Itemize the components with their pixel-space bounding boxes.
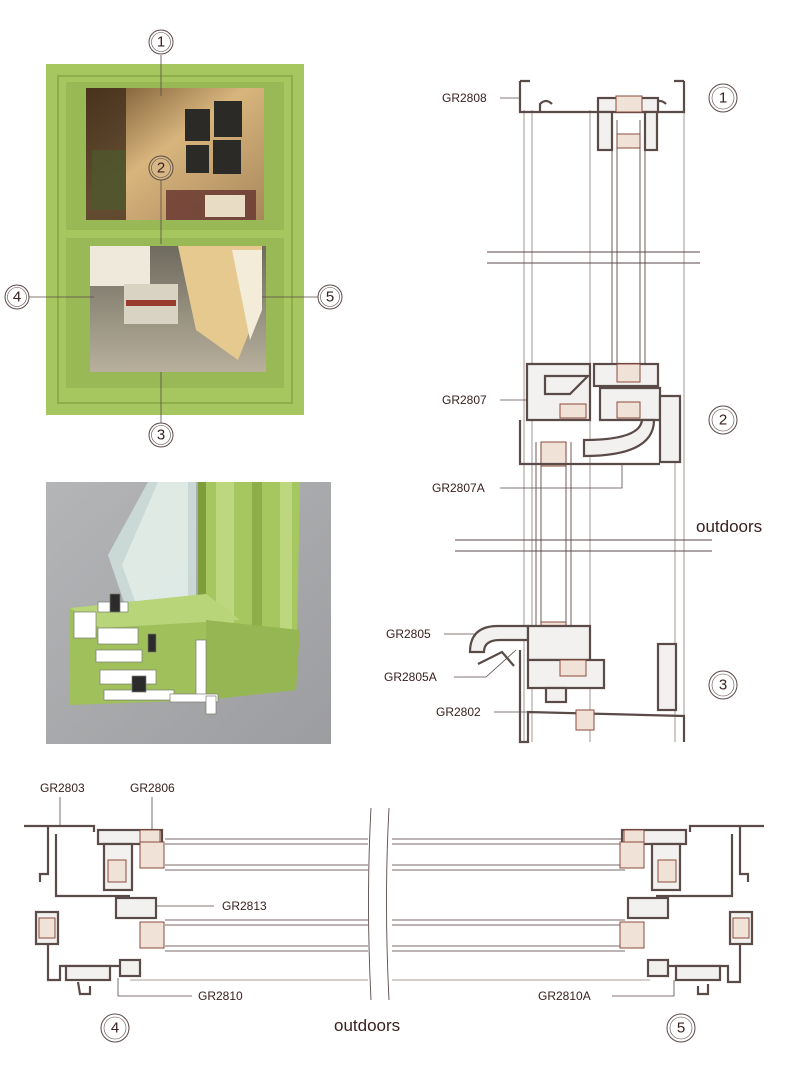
svg-text:1: 1 bbox=[719, 90, 727, 107]
svg-text:GR2807A: GR2807A bbox=[432, 481, 485, 495]
callout-2-top: 2 bbox=[148, 155, 174, 181]
vertical-section: GR2808 GR2807 GR2807A GR2805 GR2805A GR2… bbox=[384, 79, 762, 744]
profile-gr2808 bbox=[518, 79, 686, 152]
glass-lines-left bbox=[130, 838, 368, 981]
callout-1-top: 1 bbox=[148, 29, 174, 55]
svg-text:5: 5 bbox=[677, 1020, 685, 1037]
svg-text:2: 2 bbox=[157, 160, 165, 177]
svg-text:GR2807: GR2807 bbox=[442, 393, 487, 407]
lower-pane-photo bbox=[90, 246, 266, 372]
svg-text:GR2810A: GR2810A bbox=[538, 989, 591, 1003]
profile-gr2807 bbox=[518, 362, 682, 466]
callout-5-section: 5 bbox=[666, 1013, 696, 1043]
svg-text:3: 3 bbox=[719, 677, 727, 694]
svg-text:4: 4 bbox=[111, 1020, 119, 1037]
horizontal-section: GR2803 GR2806 GR2813 GR2810 GR2810A outd… bbox=[24, 781, 764, 1043]
profile-3d-render bbox=[46, 482, 331, 744]
svg-text:GR2813: GR2813 bbox=[222, 899, 267, 913]
svg-text:3: 3 bbox=[157, 427, 165, 444]
svg-text:GR2805: GR2805 bbox=[386, 627, 431, 641]
upper-sash-glass bbox=[611, 120, 646, 392]
svg-text:4: 4 bbox=[13, 289, 21, 306]
callout-5-top: 5 bbox=[317, 284, 343, 310]
window-elevation: 1 2 4 5 3 bbox=[4, 29, 343, 448]
callout-4-top: 4 bbox=[4, 284, 30, 310]
svg-text:1: 1 bbox=[157, 34, 165, 51]
vertical-section-labels: GR2808 GR2807 GR2807A GR2805 GR2805A GR2… bbox=[384, 91, 762, 719]
callout-2-section: 2 bbox=[708, 405, 738, 435]
callout-1-section: 1 bbox=[708, 83, 738, 113]
svg-text:GR2808: GR2808 bbox=[442, 91, 487, 105]
svg-text:outdoors: outdoors bbox=[334, 1016, 400, 1035]
jamb-left bbox=[24, 824, 165, 996]
svg-text:outdoors: outdoors bbox=[696, 517, 762, 536]
upper-pane-photo bbox=[86, 88, 264, 220]
svg-text:GR2802: GR2802 bbox=[436, 705, 481, 719]
svg-text:GR2810: GR2810 bbox=[198, 989, 243, 1003]
svg-text:2: 2 bbox=[719, 412, 727, 429]
callout-4-section: 4 bbox=[100, 1013, 130, 1043]
svg-text:GR2803: GR2803 bbox=[40, 781, 85, 795]
svg-text:GR2805A: GR2805A bbox=[384, 670, 437, 684]
lower-sash-glass bbox=[535, 441, 572, 648]
horizontal-section-labels: GR2803 GR2806 GR2813 GR2810 GR2810A outd… bbox=[40, 781, 675, 1035]
svg-text:5: 5 bbox=[326, 289, 334, 306]
callout-3-section: 3 bbox=[708, 670, 738, 700]
profile-gr2805 bbox=[468, 624, 686, 744]
svg-text:GR2806: GR2806 bbox=[130, 781, 175, 795]
jamb-right bbox=[619, 824, 764, 996]
callout-3-top: 3 bbox=[148, 422, 174, 448]
glass-lines-right bbox=[392, 838, 650, 981]
